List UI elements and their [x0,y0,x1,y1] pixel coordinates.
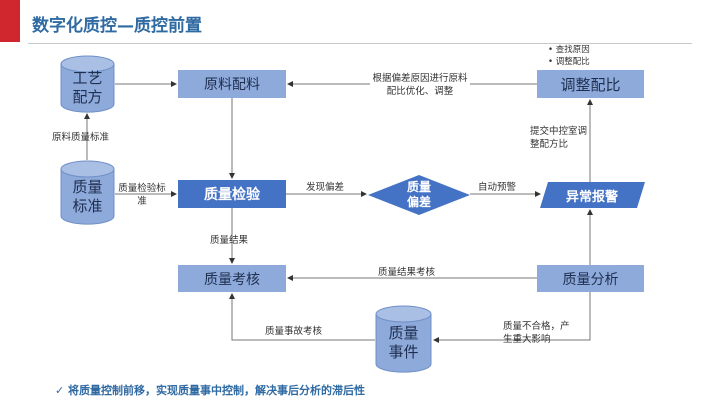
deviation-label: 质量偏差 [406,180,431,209]
assess-box: 质量考核 [178,265,286,292]
deviation-diamond [368,175,470,215]
submit-label: 提交中控室调整配方比 [530,126,588,150]
result-assess-label: 质量结果考核 [378,267,436,278]
material-std-label: 原料质量标准 [52,132,110,143]
found-label: 发现偏差 [306,182,345,193]
result-label: 质量结果 [210,235,249,246]
alarm-parallelogram [540,182,645,208]
summary-text: ✓ 将质量控制前移，实现质量事中控制，解决事后分析的滞后性 [55,384,366,397]
adjust-box: 调整配比 [537,70,644,98]
accident-label: 质量事故考核 [265,326,323,337]
inspect-box: 质量检验 [178,180,286,208]
unqualified-label: 质量不合格，产生重大影响 [503,321,570,345]
alarm-label: 异常报警 [565,189,618,205]
recipe-cylinder: 工艺配方 [60,55,115,113]
optimize-label: 根据偏差原因进行原料配比优化、调整 [370,72,470,98]
page-title: 数字化质控—质控前置 [32,16,202,36]
accent-bar [0,0,20,42]
divider [28,43,692,44]
standard-cylinder: 质量标准 [60,160,115,225]
analysis-box: 质量分析 [537,265,644,292]
bullet-list: • 查找原因• 调整配比 [548,45,590,67]
auto-label: 自动预警 [478,182,517,193]
event-cylinder: 质量事件 [375,305,432,373]
material-box: 原料配料 [178,70,286,98]
inspect-std-label: 质量检验标准 [118,183,166,207]
